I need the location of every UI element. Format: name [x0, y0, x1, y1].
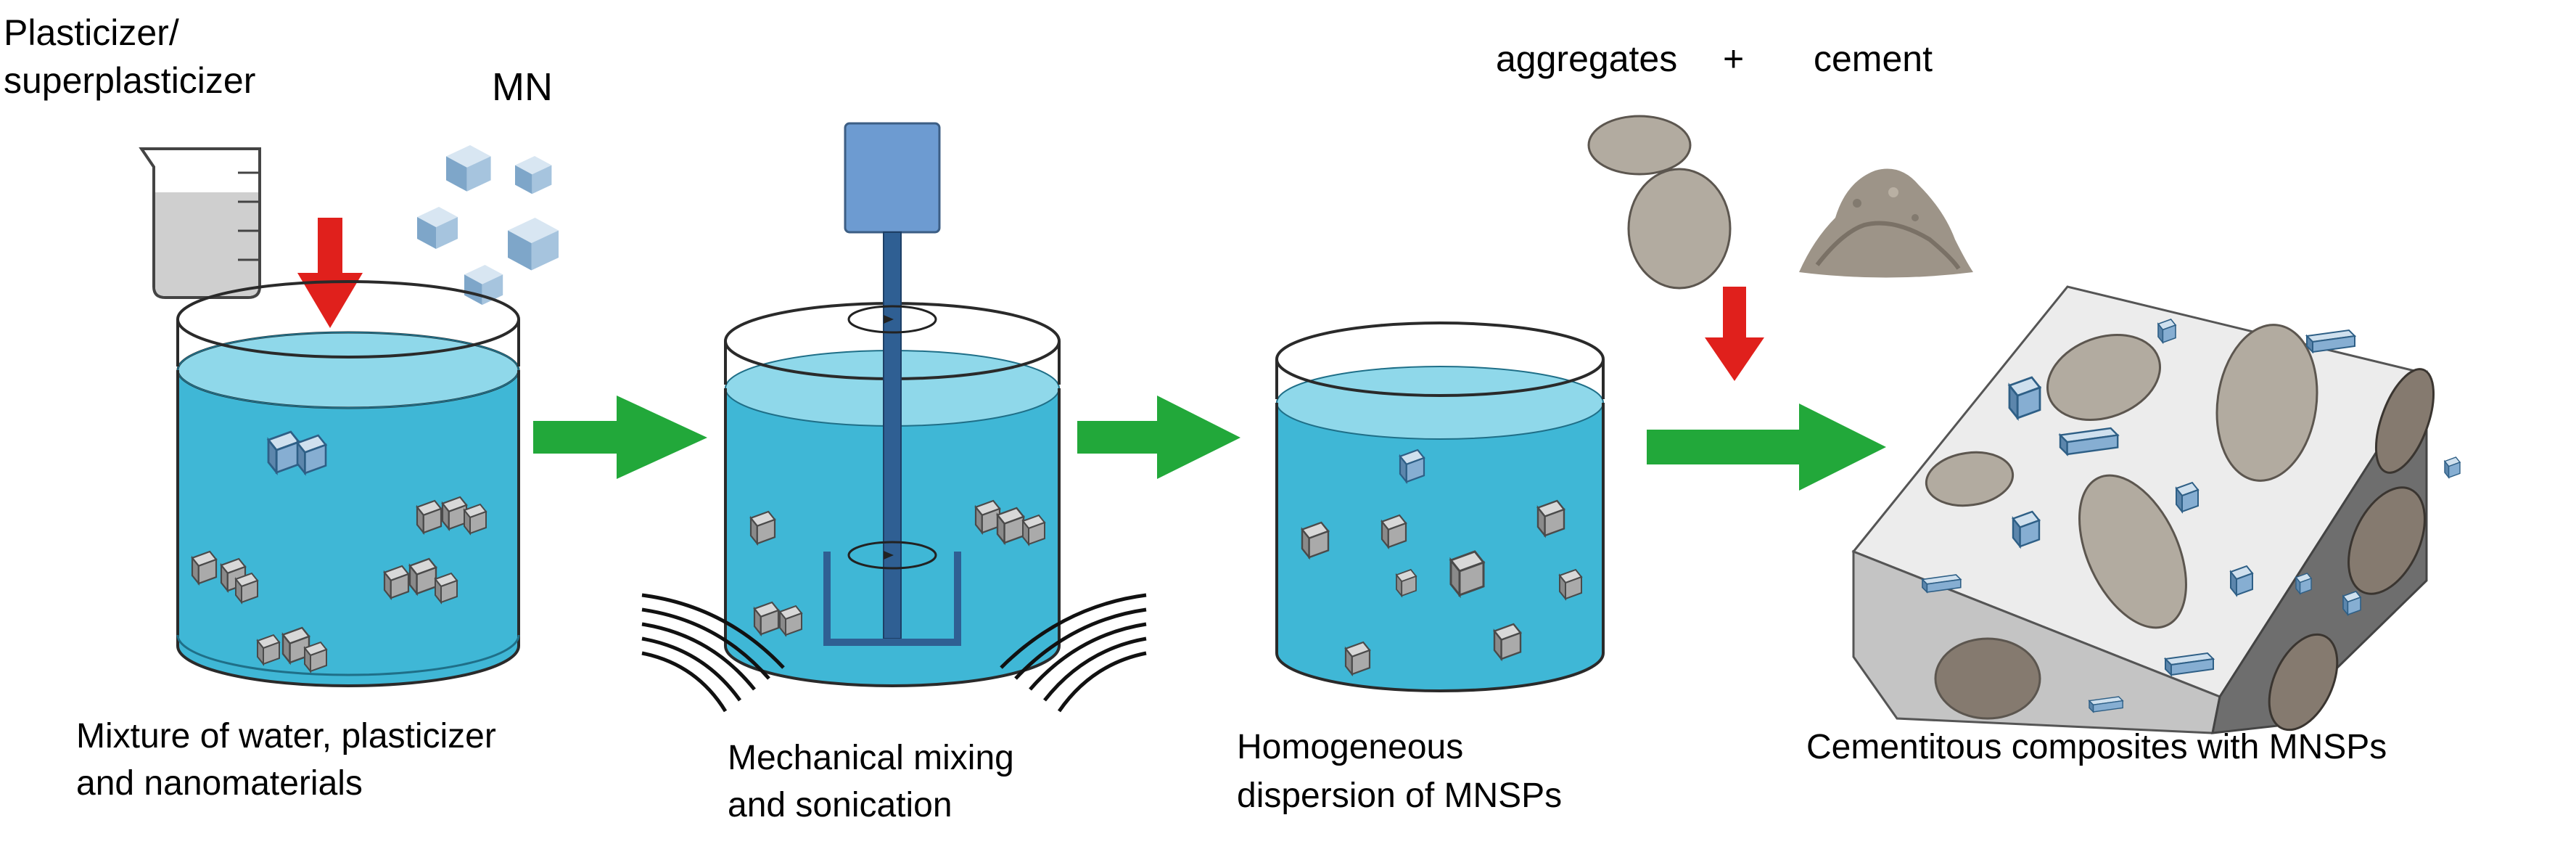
add-aggregates-arrow-icon: [1705, 287, 1764, 381]
step2-label-line2: and sonication: [728, 786, 952, 824]
add-arrow-icon: [297, 218, 363, 328]
step2-label-line1: Mechanical mixing: [728, 739, 1014, 777]
step3-label-line2: dispersion of MNSPs: [1237, 777, 1562, 815]
composite-block: [1851, 285, 2461, 734]
plus-label: +: [1723, 38, 1744, 79]
step1-label-line2: and nanomaterials: [76, 764, 363, 803]
dispersion-container: [1275, 321, 1605, 692]
sonication-waves-icon: [641, 593, 1147, 713]
mn-label: MN: [492, 65, 553, 109]
plasticizer-label-line1: Plasticizer/: [4, 12, 179, 53]
aggregates-label: aggregates: [1496, 38, 1677, 79]
flow-arrow-3: [1647, 404, 1886, 491]
aggregates-icon: [1587, 115, 1732, 290]
mechanical-mixer-icon: [823, 122, 961, 646]
mixture-container: [176, 280, 520, 687]
flow-arrow-2: [1077, 396, 1240, 479]
plasticizer-label-line2: superplasticizer: [4, 60, 255, 101]
step1-label-line1: Mixture of water, plasticizer: [76, 717, 496, 755]
step3-label-line1: Homogeneous: [1237, 728, 1463, 766]
cement-label: cement: [1814, 38, 1933, 79]
nanomaterial-cubes-icon: [417, 145, 559, 306]
beaker-icon: [139, 147, 261, 299]
cement-powder-icon: [1799, 168, 1973, 278]
flow-arrow-1: [533, 396, 707, 479]
step4-label-line1: Cementitous composites with MNSPs: [1806, 728, 2387, 766]
